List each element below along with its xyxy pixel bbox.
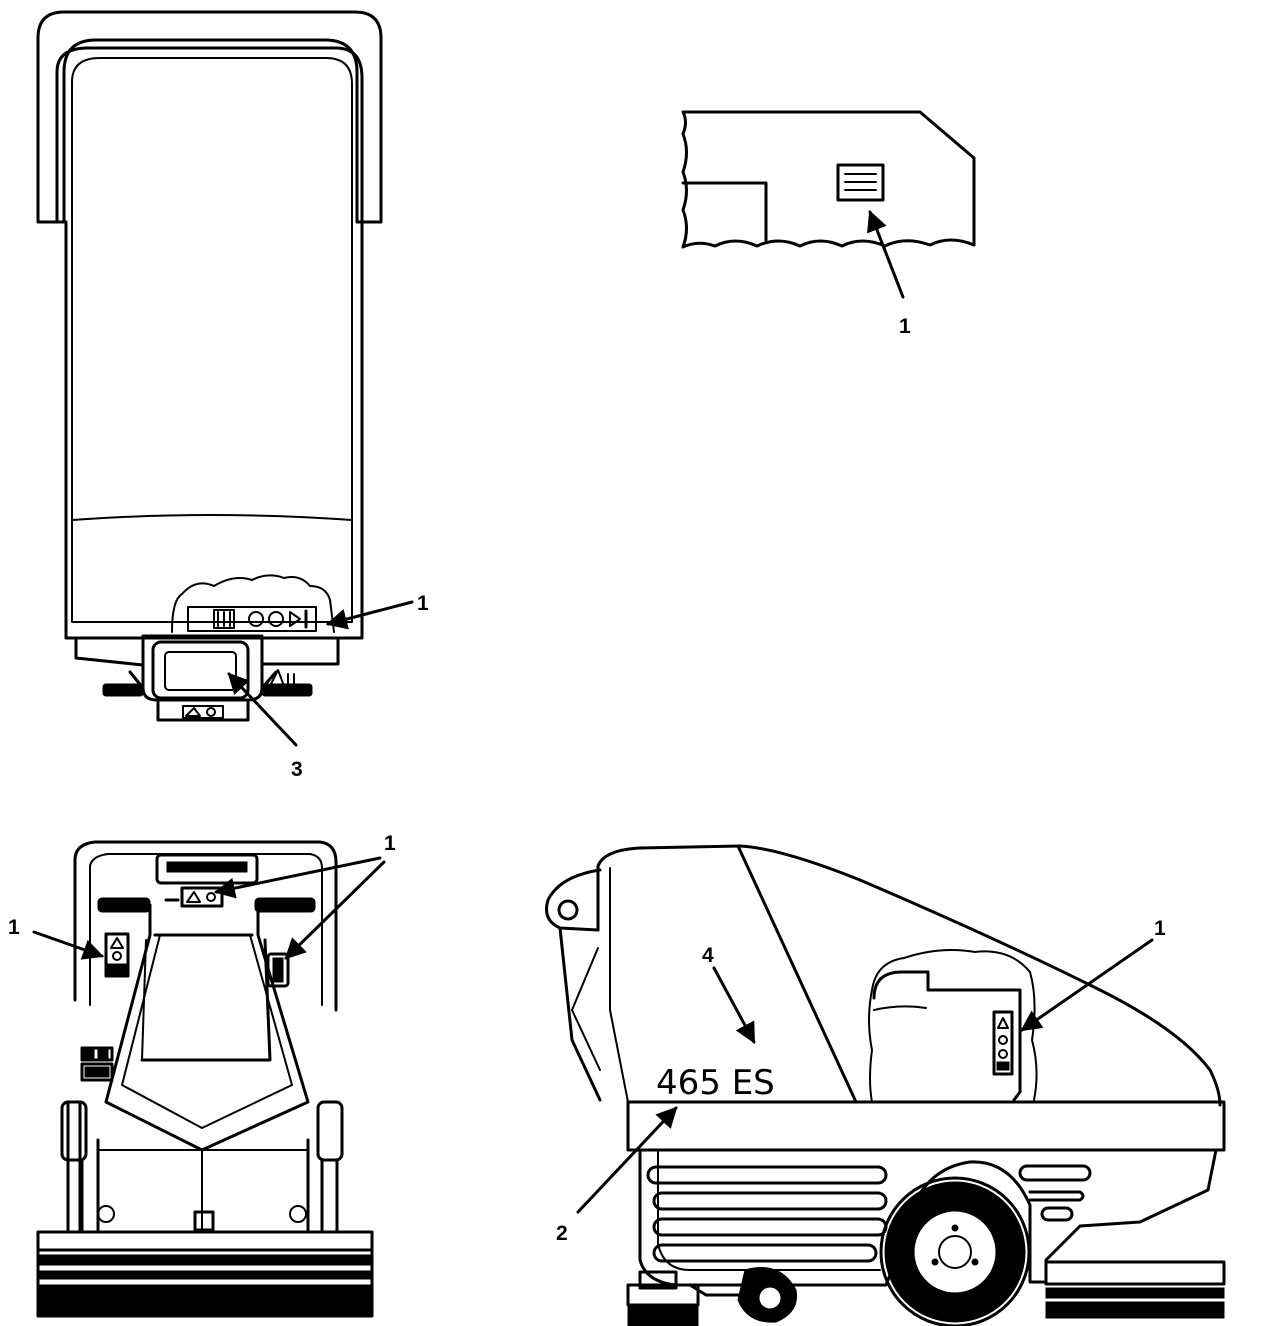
rear-view-callout-1-left: 1 (8, 916, 20, 939)
side-control-decal (992, 1010, 1014, 1076)
side-view: 465 ES (545, 844, 1226, 1326)
top-view (36, 10, 383, 722)
top-view-callout-3: 3 (291, 758, 303, 781)
nameplate-decal (836, 163, 885, 202)
leader-lines (32, 210, 1154, 1214)
drive-wheel (879, 1176, 1031, 1326)
left-control-decal (104, 932, 130, 978)
control-panel-decal (187, 606, 317, 632)
side-view-callout-1: 1 (1154, 917, 1166, 940)
right-control-decal (266, 952, 290, 988)
detail-view (681, 110, 976, 249)
callout-labels: 1 3 1 1 1 1 2 4 (8, 315, 1166, 1245)
model-marking-text: 465 ES (656, 1063, 775, 1103)
detail-view-callout-1: 1 (899, 315, 911, 338)
top-view-callout-1: 1 (417, 592, 429, 615)
side-view-callout-2: 2 (556, 1222, 568, 1245)
side-view-callout-4: 4 (702, 944, 714, 967)
rear-view (36, 840, 374, 1318)
rear-view-callout-1-top: 1 (384, 832, 396, 855)
